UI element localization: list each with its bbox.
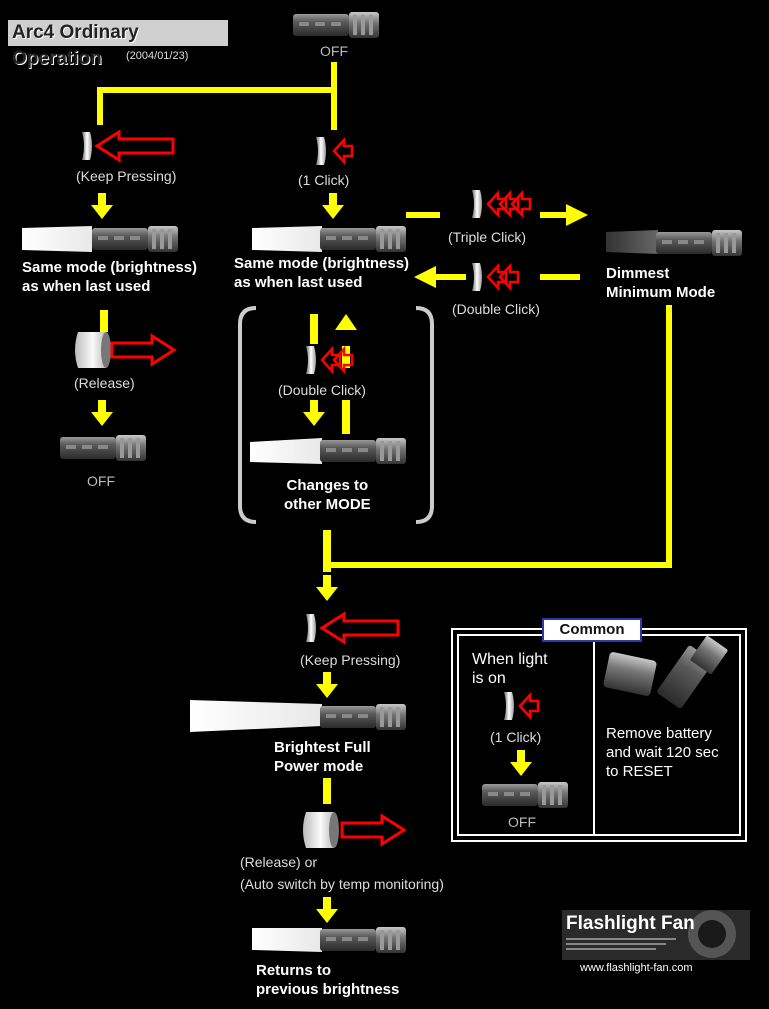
press-arrow-mode-1-icon (320, 347, 342, 373)
flashlight-return-icon (320, 927, 406, 953)
state-brightest: Brightest Full Power mode (274, 739, 371, 775)
line-left-release (100, 310, 108, 332)
beam-left (22, 226, 92, 252)
release-arrow-bottom-icon (340, 814, 406, 846)
state-dimmest: Dimmest Minimum Mode (606, 265, 716, 301)
line-right-vertical (666, 305, 672, 568)
flashlight-off-top-icon (293, 12, 379, 38)
flashlight-off-left-icon (60, 435, 146, 461)
press-arrow-triple-1-icon (486, 191, 508, 217)
action-keep-pressing-2: (Keep Pressing) (300, 652, 401, 668)
arrow-down-release (316, 897, 338, 923)
common-tag: Common (542, 618, 642, 642)
line-mode-up-top (342, 346, 350, 368)
arrow-down-keep (316, 672, 338, 698)
common-off: OFF (508, 814, 536, 830)
line-merge-horizontal (331, 562, 671, 568)
beam-center (252, 226, 322, 252)
battery-removed-icon (603, 636, 728, 709)
action-release-1: (Release) (74, 375, 135, 391)
tailcap-button-left-icon (82, 132, 92, 160)
tailcap-release-left-icon (75, 332, 111, 368)
page-title: Arc4 Ordinary Operation (8, 20, 228, 69)
state-same-mode-center: Same mode (brightness) as when last used (234, 255, 410, 291)
arrow-left-double (414, 266, 466, 288)
date-label: (2004/01/23) (126, 50, 189, 62)
press-arrow-short-center-icon (332, 138, 354, 164)
action-double-click-right: (Double Click) (452, 301, 540, 317)
line-top-horizontal (97, 87, 337, 93)
arrow-up-mode (335, 314, 357, 330)
action-keep-pressing-1: (Keep Pressing) (76, 168, 177, 184)
line-center-down (323, 530, 331, 572)
press-arrow-long-keep-icon (320, 612, 400, 644)
line-mode-up-bottom (342, 400, 350, 434)
flashlight-center-on-icon (320, 226, 406, 252)
arrow-down-mode (303, 400, 325, 426)
tailcap-button-mode-icon (306, 346, 316, 374)
action-one-click: (1 Click) (298, 172, 350, 188)
flashlight-brightest-icon (320, 704, 406, 730)
arrow-down-center-1 (322, 193, 344, 219)
flashlight-fan-logo (562, 910, 750, 960)
beam-return (252, 928, 322, 952)
arrow-down-merge (316, 575, 338, 601)
line-left-down (97, 87, 103, 125)
common-remove-battery: Remove battery and wait 120 sec to RESET (606, 725, 719, 780)
action-auto-switch: (Auto switch by temp monitoring) (240, 876, 444, 892)
mode-cycle-bracket (238, 306, 434, 524)
press-arrow-double-2-icon (498, 264, 520, 290)
line-triple-left (406, 212, 440, 218)
line-double-right (540, 274, 580, 280)
action-double-click-center: (Double Click) (278, 382, 366, 398)
state-off-left: OFF (87, 473, 115, 489)
line-mode-down-top (310, 314, 318, 344)
tailcap-button-double-icon (472, 263, 482, 291)
state-same-mode-left: Same mode (brightness) as when last used (22, 259, 198, 295)
tailcap-button-common-icon (504, 692, 514, 720)
common-when-light-on: When light is on (472, 651, 548, 687)
beam-brightest (190, 700, 322, 732)
tailcap-button-center-icon (316, 137, 326, 165)
press-arrow-long-left-icon (95, 130, 175, 162)
beam-mode (250, 438, 322, 464)
common-one-click: (1 Click) (490, 729, 542, 745)
flashlight-common-off-icon (482, 782, 568, 808)
action-release-or: (Release) or (240, 854, 318, 870)
action-triple-click: (Triple Click) (448, 229, 527, 245)
arrow-down-left-2 (91, 400, 113, 426)
beam-dim (606, 230, 658, 254)
press-arrow-double-1-icon (486, 264, 508, 290)
state-changes-mode: Changes to other MODE (284, 477, 371, 513)
tailcap-button-triple-icon (472, 190, 482, 218)
line-top-vertical (331, 62, 337, 130)
flashlight-left-on-icon (92, 226, 178, 252)
flashlight-mode-icon (320, 438, 406, 464)
release-arrow-left-icon (110, 334, 176, 366)
flashlight-dim-icon (656, 230, 742, 256)
press-arrow-triple-3-icon (510, 191, 532, 217)
press-arrow-common-icon (518, 693, 540, 719)
brand-title: Flashlight Fan (566, 913, 695, 934)
state-off-top: OFF (320, 43, 348, 59)
tailcap-release-bottom-icon (303, 812, 339, 848)
press-arrow-triple-2-icon (498, 191, 520, 217)
arrow-down-common (510, 750, 532, 776)
arrow-down-left-1 (91, 193, 113, 219)
tailcap-button-keep-icon (306, 614, 316, 642)
arrow-right-triple (540, 204, 588, 226)
flow-lines (97, 62, 672, 804)
state-returns: Returns to previous brightness (256, 962, 400, 998)
line-brightest-down (323, 778, 331, 804)
site-url: www.flashlight-fan.com (580, 962, 693, 974)
